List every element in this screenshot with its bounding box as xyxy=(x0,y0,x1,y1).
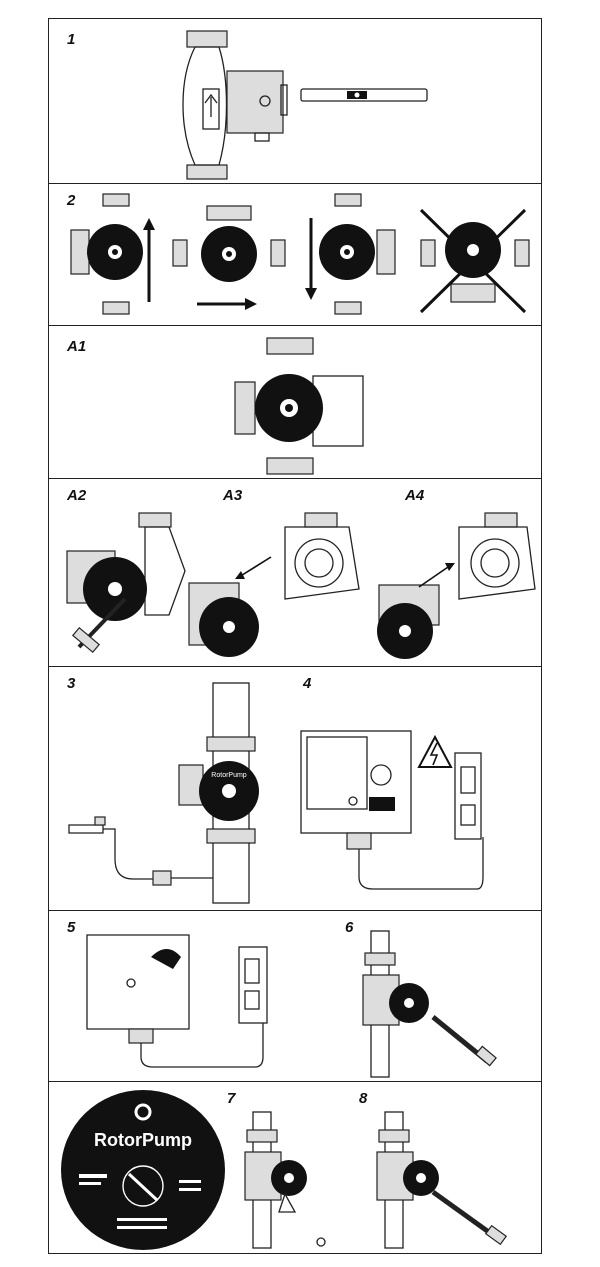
panel-1: 1 xyxy=(49,19,541,184)
panel-7-8: 7 8 xyxy=(49,1082,541,1253)
panel-label: A4 xyxy=(405,487,425,504)
panel-3-4: 3 4 RotorPump xyxy=(49,667,541,911)
prohibited-position-icon xyxy=(419,208,530,314)
pump-front-illustration xyxy=(234,337,364,475)
pump-position-vertical-down xyxy=(305,193,396,315)
filling-and-wiring-illustration: RotorPump xyxy=(68,682,484,904)
cover-and-vent-illustration xyxy=(86,930,497,1078)
panel-label: 5 xyxy=(67,919,76,936)
motor-removal-illustration xyxy=(66,512,536,659)
panel-label: A2 xyxy=(67,487,87,504)
panel-a2-a4: A2 A3 A4 xyxy=(49,479,541,667)
mounting-positions-illustration xyxy=(70,193,530,315)
pump-a2 xyxy=(66,512,186,654)
panel-label: A1 xyxy=(67,338,87,355)
rotorpump-logo-icon xyxy=(134,1103,152,1121)
pump-a3 xyxy=(188,512,360,657)
mini-brand: RotorPump xyxy=(211,772,247,779)
pump-position-horizontal xyxy=(172,205,286,310)
pump-position-vertical-up xyxy=(70,193,155,315)
panel-label: 2 xyxy=(67,192,76,209)
panel-5-6: 5 6 xyxy=(49,911,541,1082)
panel-2: 2 xyxy=(49,184,541,326)
panel-label: 8 xyxy=(359,1090,368,1107)
panel-label: 4 xyxy=(303,675,312,692)
panel-label: 1 xyxy=(67,31,76,48)
pump-level-illustration xyxy=(182,30,428,180)
panel-label: 6 xyxy=(345,919,354,936)
high-voltage-warning-icon xyxy=(417,734,453,768)
panel-label: 7 xyxy=(227,1090,236,1107)
pump-a4 xyxy=(377,512,536,659)
rotorpump-nameplate xyxy=(61,1090,225,1250)
panel-label: 3 xyxy=(67,675,76,692)
nameplate-and-restart-illustration xyxy=(61,1090,508,1250)
panel-label: A3 xyxy=(223,487,243,504)
brand-name: RotorPump xyxy=(94,1130,192,1150)
instruction-sheet: 1 2 xyxy=(48,18,542,1254)
panel-a1: A1 xyxy=(49,326,541,479)
